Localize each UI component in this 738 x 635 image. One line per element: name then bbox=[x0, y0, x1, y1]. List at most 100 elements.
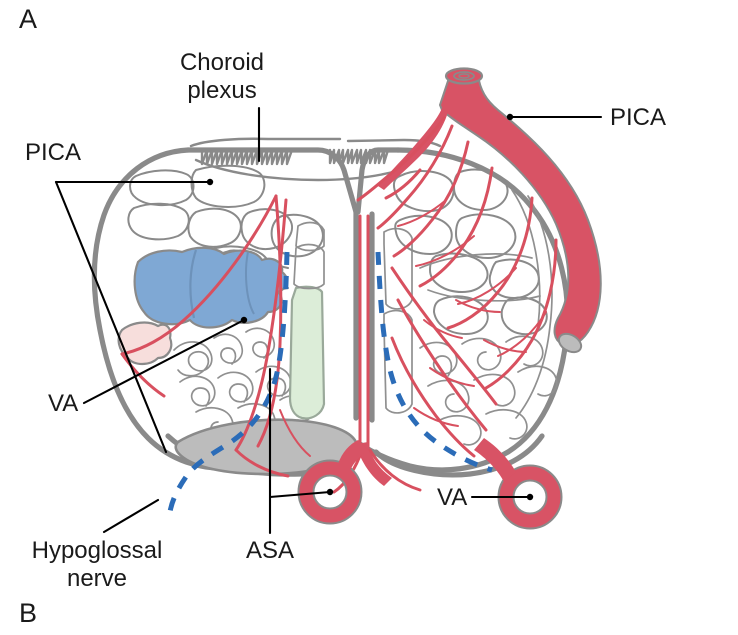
left-reticular-squiggle-5 bbox=[217, 371, 254, 403]
left-pica-course-lateral bbox=[120, 194, 278, 356]
pica-branch-descending-2 bbox=[396, 298, 488, 432]
pica-left-leader-dot bbox=[206, 178, 214, 186]
left-artery-branch-small bbox=[279, 409, 311, 457]
anterior-spinal-artery-group bbox=[332, 214, 422, 494]
left-tract-nuc-7 bbox=[270, 213, 324, 258]
annotation-va-left: VA bbox=[48, 316, 248, 417]
right-reticular-squiggle-2 bbox=[461, 337, 502, 371]
choroid-plexus-shelf-left bbox=[189, 137, 342, 148]
left-artery-to-asa bbox=[234, 448, 290, 478]
hypoglossal-nerve-left-dashed bbox=[167, 251, 290, 513]
pica-branch-small-2 bbox=[429, 367, 475, 387]
pica-branch-4b bbox=[415, 235, 475, 267]
pica-right-label: PICA bbox=[610, 104, 666, 131]
annotation-asa: ASA bbox=[246, 367, 334, 564]
medulla-ventral-right bbox=[373, 433, 545, 478]
choroid-plexus-wave-right bbox=[328, 148, 390, 165]
right-lateral-arc bbox=[515, 195, 553, 419]
pica-branch-3b bbox=[397, 199, 447, 227]
pica-branch-small-3 bbox=[413, 407, 459, 427]
right-reticular-squiggle-7 bbox=[439, 415, 482, 446]
olivary-nucleus-blue bbox=[133, 246, 288, 329]
left-artery-lower-hook bbox=[120, 352, 166, 398]
pica-branch-6-lateral bbox=[484, 238, 558, 390]
pica-trunk-group bbox=[439, 67, 602, 354]
left-reticular-squiggle-4 bbox=[179, 375, 216, 407]
left-reticular-squiggle-1 bbox=[173, 341, 213, 377]
annotation-hypoglossal-nerve: Hypoglossal nerve bbox=[32, 498, 163, 592]
va-right-stem bbox=[474, 438, 516, 482]
left-tract-nuc-4 bbox=[187, 207, 242, 248]
pica-cut-lumen-inner bbox=[458, 73, 470, 79]
va-left-ring-inner-edge bbox=[312, 474, 348, 510]
annotation-choroid-plexus: Choroid plexus bbox=[180, 49, 264, 163]
pica-branch-6b bbox=[497, 311, 547, 357]
olivary-nucleus-group bbox=[133, 246, 288, 329]
left-tract-nuc-5 bbox=[240, 208, 293, 250]
choroid-plexus-label-line1: Choroid bbox=[180, 49, 264, 76]
annotation-va-right: VA bbox=[437, 484, 534, 511]
pica-branch-small-5 bbox=[483, 339, 527, 353]
pica-branch-1 bbox=[356, 116, 446, 202]
right-tract-3 bbox=[394, 214, 453, 255]
left-reticular-squiggle-6 bbox=[255, 365, 292, 397]
choroid-plexus-wave-left bbox=[200, 148, 294, 166]
va-left-label: VA bbox=[48, 390, 78, 417]
right-reticular-squiggle-6 bbox=[517, 365, 558, 397]
right-tract-8 bbox=[433, 295, 489, 335]
asa-leader-dot bbox=[326, 488, 334, 496]
left-tract-nuc-1 bbox=[129, 169, 195, 206]
annotation-pica-left: PICA bbox=[25, 139, 214, 454]
va-left-leader-dot bbox=[240, 316, 248, 324]
hypoglossal-nerve-group bbox=[167, 251, 493, 513]
pica-branch-5b bbox=[457, 267, 517, 305]
pica-branch-5 bbox=[446, 196, 534, 330]
right-tract-band-1 bbox=[419, 253, 533, 269]
left-arteries-group bbox=[120, 194, 311, 478]
right-lateral-arc-2 bbox=[511, 189, 541, 327]
pica-right-leader-dot bbox=[506, 113, 514, 121]
hypoglossal-nerve-label-line1: Hypoglossal bbox=[32, 537, 163, 564]
asa-junction bbox=[356, 442, 392, 486]
pica-branches-right bbox=[356, 108, 558, 458]
annotation-pica-right: PICA bbox=[506, 104, 666, 131]
right-tract-band-2 bbox=[427, 289, 541, 302]
panel-letter-a: A bbox=[19, 4, 37, 34]
olivary-nucleus-inner-fold-2 bbox=[245, 251, 255, 315]
choroid-plexus-label-line2: plexus bbox=[187, 77, 256, 104]
hypoglossal-nerve-leader bbox=[102, 498, 160, 534]
medial-lemniscus-upper-segment bbox=[293, 243, 325, 290]
pica-branch-4 bbox=[418, 166, 494, 288]
left-pica-course-2 bbox=[256, 194, 283, 448]
pica-cut-lumen bbox=[453, 71, 475, 81]
right-central-band-2 bbox=[383, 309, 413, 414]
asa-leader-branch bbox=[268, 490, 332, 499]
right-reticular-squiggle-5 bbox=[473, 373, 516, 407]
asa-bifurcation-right bbox=[368, 448, 422, 492]
hypoglossal-nerve-label-line2: nerve bbox=[67, 565, 127, 592]
pica-left-label: PICA bbox=[25, 139, 81, 166]
pica-branch-descending-1 bbox=[390, 266, 498, 406]
medial-lemniscus-top-cap bbox=[295, 221, 325, 252]
hypoglossal-nerve-right-dashed bbox=[375, 251, 493, 473]
right-reticular-squiggle-3 bbox=[505, 335, 544, 367]
choroid-plexus-inner-ridge bbox=[194, 158, 402, 182]
asa-label: ASA bbox=[246, 537, 294, 564]
pica-branch-3 bbox=[392, 140, 470, 258]
va-left-leader bbox=[82, 318, 246, 405]
pica-cut-end bbox=[444, 67, 484, 85]
pica-distal-cut bbox=[557, 332, 583, 354]
left-tract-nuc-3 bbox=[127, 202, 190, 241]
vertebral-artery-left-group bbox=[297, 440, 368, 525]
right-hemisphere-tracts bbox=[392, 168, 558, 446]
pica-left-leader-diagonal bbox=[54, 180, 168, 454]
medulla-outline-right bbox=[357, 147, 571, 473]
pica-branch-small-4 bbox=[455, 299, 501, 313]
va-right-label: VA bbox=[437, 484, 467, 511]
right-tract-4 bbox=[455, 213, 517, 259]
va-left-ring bbox=[298, 460, 362, 524]
left-reticular-squiggle-2 bbox=[213, 333, 244, 365]
pica-branch-2 bbox=[376, 124, 454, 230]
